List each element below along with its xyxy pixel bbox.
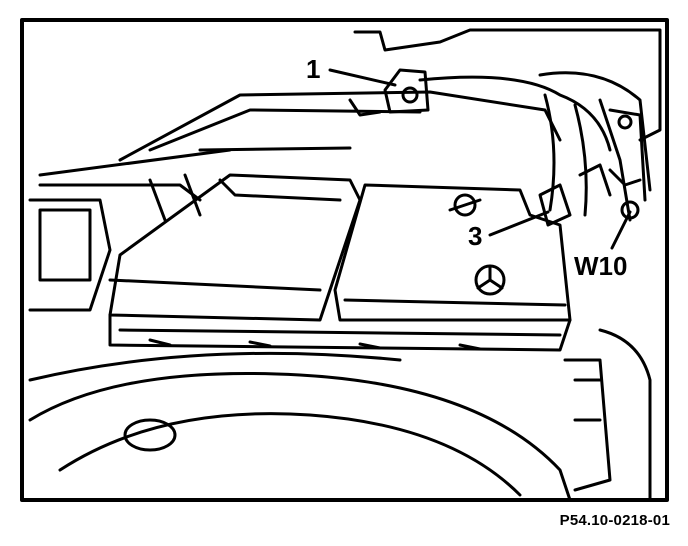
wheel-arch <box>28 371 572 502</box>
battery-cover-left <box>108 173 362 322</box>
leader-w10 <box>610 210 632 250</box>
battery-cover-right <box>333 183 572 322</box>
callout-w10-label: W10 <box>574 251 627 281</box>
cable-harness <box>418 75 612 152</box>
figure-reference: P54.10-0218-01 <box>559 512 670 529</box>
terminal-clamp-1 <box>383 68 430 114</box>
battery-body <box>108 313 572 352</box>
leader-1 <box>328 68 397 87</box>
bulkhead-ledge <box>118 90 562 162</box>
terminal-clamp-3 <box>538 183 572 227</box>
leader-3 <box>488 210 550 237</box>
callout-3-label: 3 <box>468 221 482 251</box>
diagram-frame <box>20 18 669 502</box>
bulkhead <box>353 28 662 142</box>
callout-1-label: 1 <box>306 54 320 84</box>
